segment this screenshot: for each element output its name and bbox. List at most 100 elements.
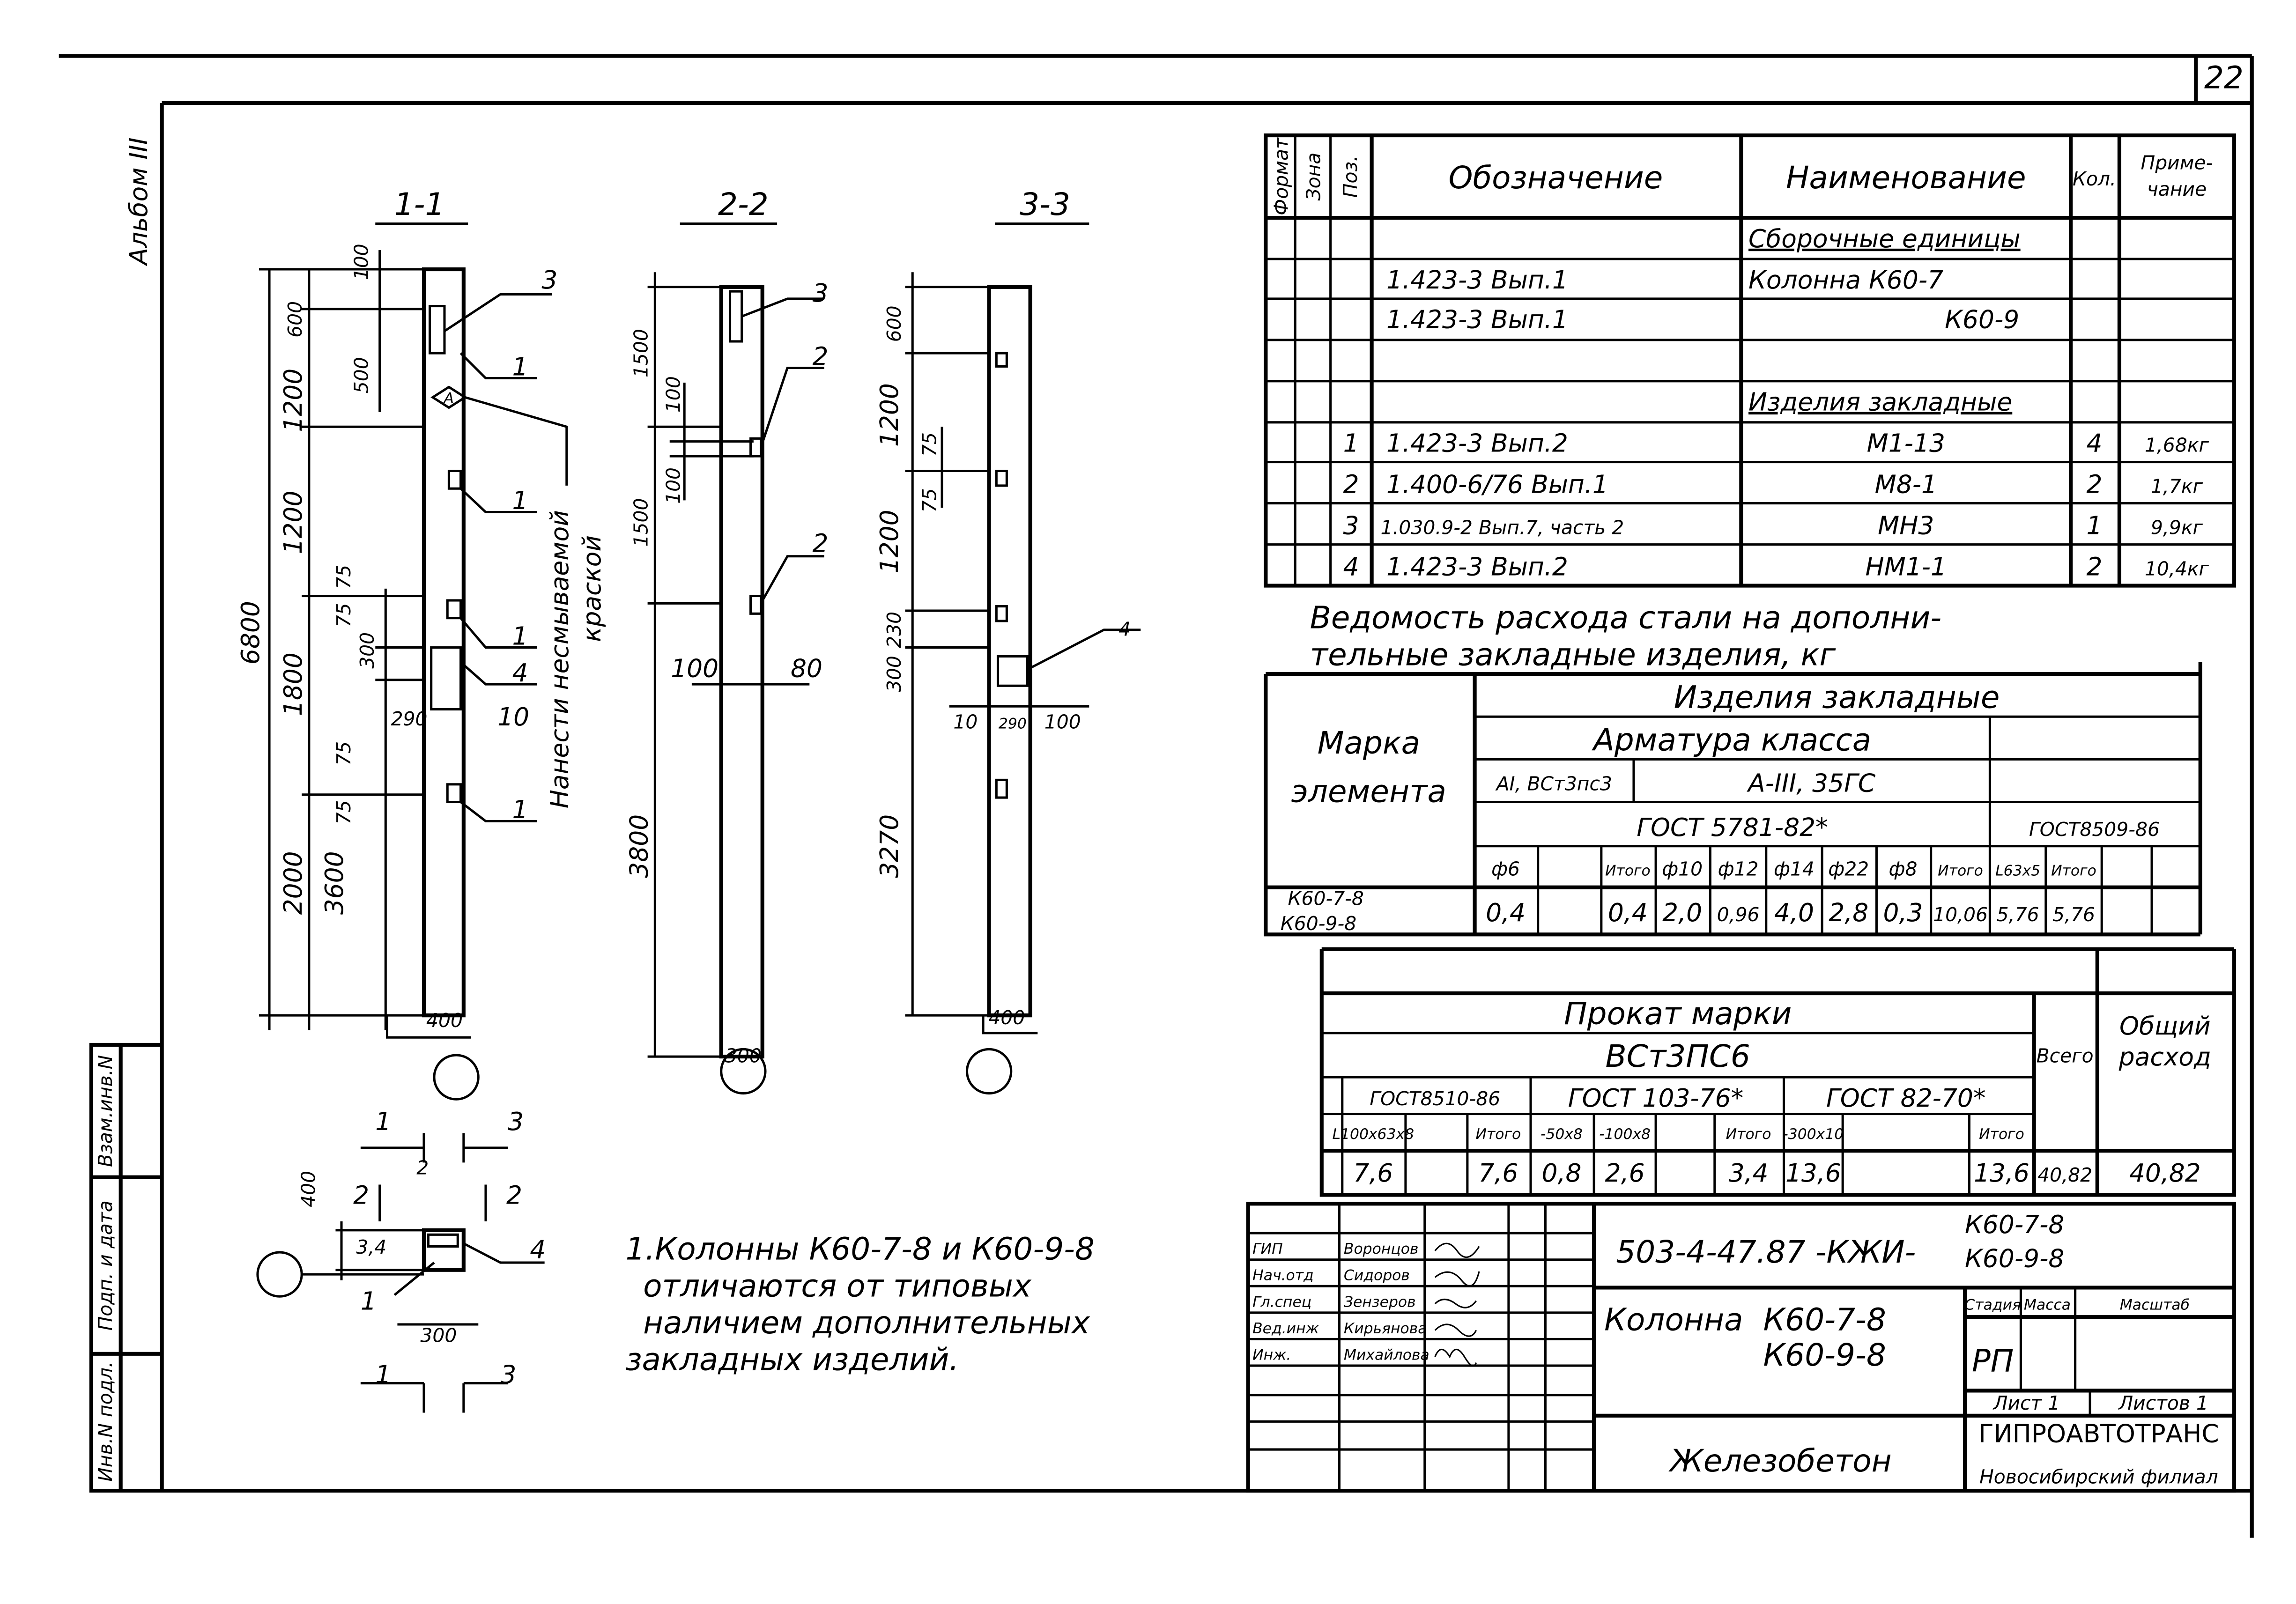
marking-note: Нанести несмываемой bbox=[545, 510, 574, 808]
value-cell: 4,0 bbox=[1774, 898, 1814, 927]
leader-label: 4 bbox=[512, 658, 528, 687]
dim: 75 bbox=[918, 488, 941, 512]
element-mark: К60-9-8 bbox=[1281, 912, 1356, 935]
header-gost-angle: ГОСТ8509-86 bbox=[2029, 818, 2160, 841]
steel-column-headers: ф6 Итого ф10 ф12 ф14 ф22 ф8 Итого L63x5 … bbox=[1491, 858, 2096, 880]
cut-label: 2 bbox=[416, 1156, 429, 1179]
marking-label: A bbox=[443, 390, 454, 407]
col-header: Итого bbox=[1726, 1126, 1771, 1143]
leader-label: 4 bbox=[1118, 618, 1131, 640]
column-plan bbox=[422, 1228, 466, 1272]
header-qty: Кол. bbox=[2073, 168, 2116, 190]
col-header: -300x10 bbox=[1783, 1126, 1844, 1143]
section-title: 1-1 bbox=[394, 186, 445, 222]
item-title: Колонна bbox=[1604, 1302, 1743, 1338]
person-name: Кирьянова bbox=[1344, 1320, 1427, 1337]
steel-table: Марка элемента Изделия закладные Арматур… bbox=[1264, 662, 2202, 937]
leader-label: 1 bbox=[512, 795, 528, 824]
section-title: 3-3 bbox=[1020, 186, 1070, 222]
spec-qty: 4 bbox=[2087, 429, 2103, 458]
embedded-item bbox=[995, 778, 1008, 799]
dim: 2000 bbox=[278, 851, 308, 915]
element-mark: К60-7-8 bbox=[1288, 887, 1364, 909]
value-cell: 0,3 bbox=[1883, 898, 1923, 927]
leader-label: 2 bbox=[813, 341, 829, 371]
dim: 600 bbox=[284, 301, 306, 338]
signature-rows: ГИП Воронцов Нач.отд Сидоров Гл.спец Зен… bbox=[1252, 1241, 1480, 1367]
dim: 3,4 bbox=[356, 1236, 386, 1258]
dim: 3270 bbox=[874, 814, 904, 878]
overall-value: 40,82 bbox=[2129, 1158, 2201, 1188]
value-cell: 0,8 bbox=[1542, 1158, 1582, 1188]
value-cell: 13,6 bbox=[1785, 1158, 1841, 1188]
col-header: -50x8 bbox=[1541, 1126, 1583, 1143]
cut-label: 3 bbox=[500, 1360, 516, 1390]
embedded-item bbox=[995, 469, 1008, 487]
embedded-item-4 bbox=[427, 1233, 459, 1248]
dim: 290 bbox=[999, 715, 1027, 732]
header-gost: ГОСТ 82-70* bbox=[1826, 1083, 1986, 1113]
header-gost-rebar: ГОСТ 5781-82* bbox=[1637, 813, 1828, 842]
header-note: Приме- bbox=[2141, 151, 2213, 174]
title-block: ГИП Воронцов Нач.отд Сидоров Гл.спец Зен… bbox=[1246, 1202, 2237, 1493]
dim: 400 bbox=[988, 1006, 1025, 1029]
cut-label: 1 bbox=[375, 1107, 391, 1136]
person-name: Зензеров bbox=[1344, 1294, 1416, 1310]
spec-designation: 1.400-6/76 Вып.1 bbox=[1386, 470, 1608, 499]
axis-circle bbox=[965, 1048, 1013, 1095]
header-pos: Поз. bbox=[1339, 155, 1362, 198]
item-mark: К60-9-8 bbox=[1763, 1337, 1886, 1373]
dim: 1800 bbox=[278, 652, 308, 716]
embedded-item-1 bbox=[447, 469, 462, 490]
album-label: Альбом III bbox=[124, 137, 153, 266]
header-zone: Зона bbox=[1303, 153, 1325, 201]
dim: 10 bbox=[497, 702, 529, 732]
dim: 80 bbox=[791, 653, 822, 683]
dim: 1200 bbox=[874, 383, 904, 447]
value-cell: 7,6 bbox=[1353, 1158, 1393, 1188]
section-title: 2-2 bbox=[718, 186, 769, 222]
header-gost: ГОСТ8510-86 bbox=[1370, 1087, 1500, 1110]
rolled-steel-table: Прокат марки ВСт3ПС6 Всего Общий расход … bbox=[1319, 947, 2237, 1197]
value-cell: 2,8 bbox=[1829, 898, 1868, 927]
header-grade: ВСт3ПС6 bbox=[1606, 1038, 1750, 1074]
dim: 100 bbox=[662, 376, 685, 413]
header-class-a1: АI, ВСт3пс3 bbox=[1495, 772, 1612, 795]
leader-label: 1 bbox=[512, 621, 528, 650]
note-line: 1.Колонны К60-7-8 и К60-9-8 bbox=[625, 1231, 1094, 1267]
spec-name: Колонна К60-7 bbox=[1748, 265, 1943, 295]
value-cell: 13,6 bbox=[1974, 1158, 2029, 1188]
header-group: Изделия закладные bbox=[1674, 679, 2000, 715]
leader-label: 2 bbox=[813, 528, 829, 558]
section-2-2: 2-2 1500 100 100 1500 3800 100 80 300 3 … bbox=[624, 186, 1013, 1095]
dim: 230 bbox=[883, 612, 905, 648]
col-header: Итого bbox=[1605, 863, 1651, 880]
dim: 300 bbox=[725, 1045, 762, 1067]
header-total: Всего bbox=[2037, 1045, 2094, 1067]
total-value: 40,82 bbox=[2037, 1164, 2092, 1186]
value-cell: 2,0 bbox=[1662, 898, 1702, 927]
document-mark: К60-9-8 bbox=[1965, 1243, 2064, 1273]
spec-row: 2 1.400-6/76 Вып.1 М8-1 2 1,7кг bbox=[1343, 470, 2203, 499]
spec-group-label: Изделия закладные bbox=[1748, 387, 2012, 417]
stamp-replaced-inv: Взам.инв.N bbox=[94, 1055, 117, 1167]
dim: 400 bbox=[426, 1009, 463, 1032]
document-mark: К60-7-8 bbox=[1965, 1210, 2064, 1239]
cut-label: 2 bbox=[506, 1180, 522, 1210]
organization: ГИПРОАВТОТРАНС bbox=[1978, 1419, 2219, 1448]
dim: 500 bbox=[350, 357, 373, 393]
header-scale: Масштаб bbox=[2120, 1297, 2190, 1314]
embedded-item-3 bbox=[729, 290, 743, 343]
embedded-item-3 bbox=[429, 305, 446, 355]
value-cell: 2,6 bbox=[1605, 1158, 1645, 1188]
spec-designation: 1.423-3 Вып.1 bbox=[1386, 305, 1568, 334]
value-cell: 0,4 bbox=[1608, 898, 1648, 927]
dim: 300 bbox=[420, 1324, 457, 1347]
dim: 1500 bbox=[630, 329, 652, 377]
section-1-1: 1-1 A 6800 600 1200 1200 1800 2000 3600 … bbox=[236, 186, 607, 1101]
stage-value: РП bbox=[1972, 1343, 2014, 1379]
note-line: наличием дополнительных bbox=[643, 1305, 1090, 1341]
dim: 100 bbox=[1044, 710, 1081, 733]
steel-table-title: тельные закладные изделия, кг bbox=[1310, 636, 1836, 673]
note-line: отличаются от типовых bbox=[643, 1268, 1032, 1304]
